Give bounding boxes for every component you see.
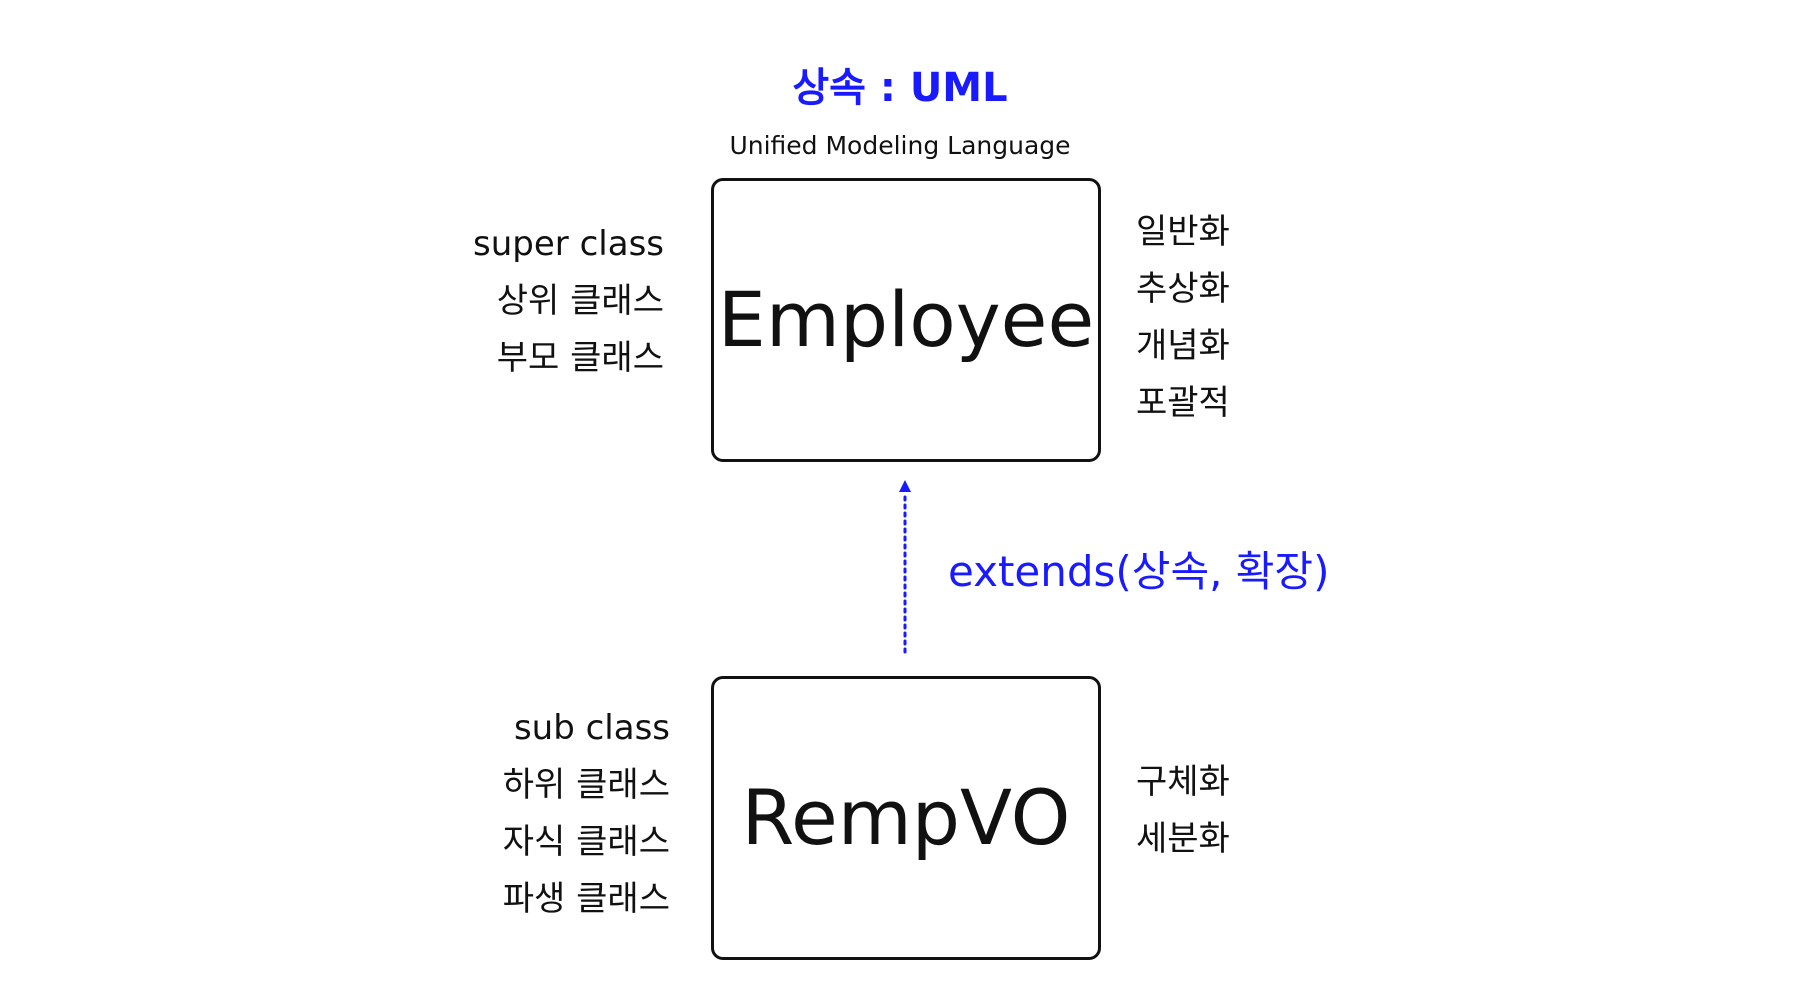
super-class-trait: 개념화 <box>1136 326 1230 366</box>
super-class-trait: 추상화 <box>1136 269 1230 309</box>
super-class-label: super class <box>473 224 664 264</box>
super-class-trait-labels: 일반화 추상화 개념화 포괄적 <box>1136 204 1230 432</box>
sub-class-label: sub class <box>513 708 670 748</box>
sub-class-trait: 세분화 <box>1136 819 1230 859</box>
super-class-trait: 일반화 <box>1136 212 1230 252</box>
sub-class-name: RempVO <box>741 773 1071 862</box>
sub-class-trait-labels: 구체화 세분화 <box>1136 754 1230 868</box>
super-class-trait: 포괄적 <box>1136 383 1230 423</box>
diagram-subtitle: Unified Modeling Language <box>729 131 1071 160</box>
sub-class-label: 파생 클래스 <box>502 879 670 919</box>
super-class-label: 부모 클래스 <box>496 338 664 378</box>
super-class-label: 상위 클래스 <box>496 281 664 321</box>
sub-class-label: 자식 클래스 <box>502 822 670 862</box>
inheritance-arrow <box>899 480 911 654</box>
sub-class-trait: 구체화 <box>1136 762 1230 802</box>
sub-class-box: RempVO <box>711 676 1101 960</box>
inheritance-arrowhead <box>899 480 911 492</box>
diagram-title: 상속 : UML <box>792 65 1008 111</box>
sub-class-label: 하위 클래스 <box>502 765 670 805</box>
super-class-name: Employee <box>717 275 1095 364</box>
sub-class-role-labels: sub class 하위 클래스 자식 클래스 파생 클래스 <box>503 700 670 928</box>
super-class-box: Employee <box>711 178 1101 462</box>
relation-label: extends(상속, 확장) <box>948 547 1330 596</box>
super-class-role-labels: super class 상위 클래스 부모 클래스 <box>473 216 664 387</box>
